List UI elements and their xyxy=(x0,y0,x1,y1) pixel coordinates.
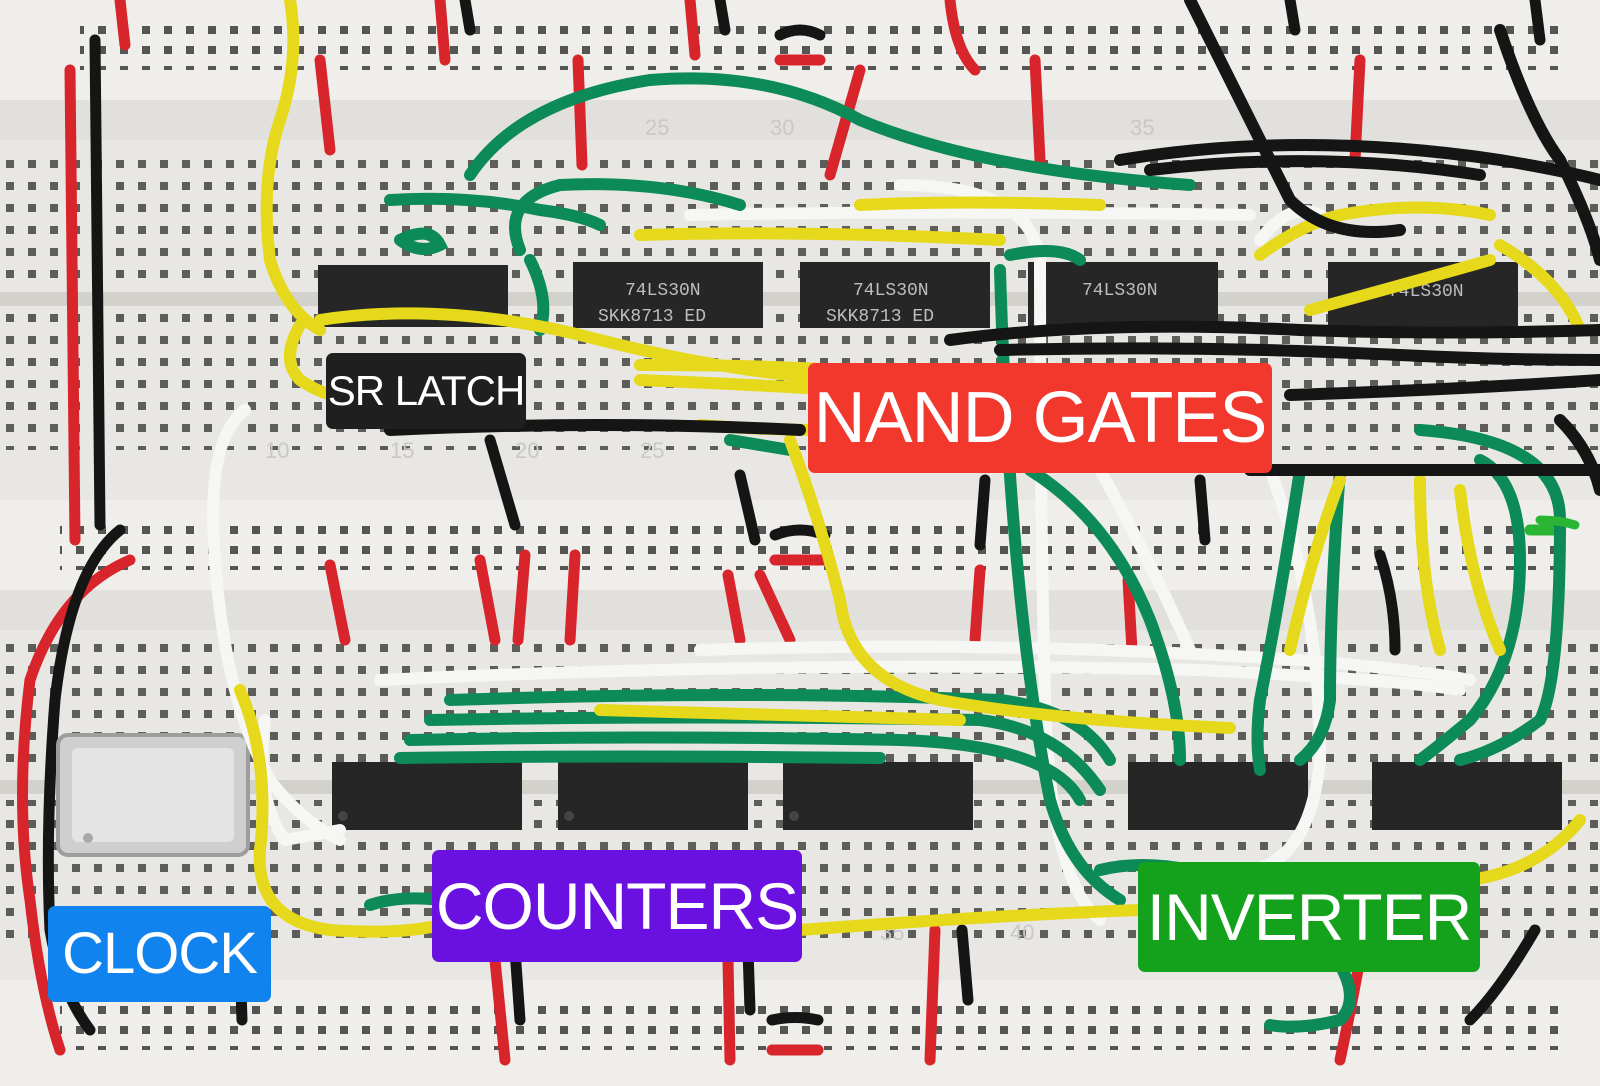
chip-marking: 74LS30N xyxy=(853,281,929,301)
counter-chip xyxy=(558,762,748,830)
counters-label: COUNTERS xyxy=(432,850,802,962)
nand-gates-label: NAND GATES xyxy=(808,363,1272,473)
clock-label: CLOCK xyxy=(48,906,271,1002)
column-number: 20 xyxy=(515,438,539,463)
chip-marking: 74LS30N xyxy=(625,281,701,301)
column-number: 30 xyxy=(770,115,794,140)
chip-marking: SKK8713 ED xyxy=(598,307,706,327)
counter-chip xyxy=(783,762,973,830)
counter-chip xyxy=(332,762,522,830)
clock-oscillator xyxy=(56,733,250,857)
column-number: 10 xyxy=(265,438,289,463)
inverter-label: INVERTER xyxy=(1138,862,1480,972)
nand-chip xyxy=(1028,262,1218,328)
chip-marking: 74LS30N xyxy=(1082,281,1158,301)
column-number: 40 xyxy=(1010,920,1034,945)
column-number: 15 xyxy=(390,438,414,463)
sr-latch-label: SR LATCH xyxy=(326,353,526,429)
column-number: 25 xyxy=(640,438,664,463)
nand-chip xyxy=(800,262,990,328)
column-number: 25 xyxy=(645,115,669,140)
inverter-chip xyxy=(1372,762,1562,830)
column-number: 35 xyxy=(1130,115,1154,140)
inverter-chip xyxy=(1128,762,1308,830)
chip-marking: SKK8713 ED xyxy=(826,307,934,327)
nand-chip xyxy=(573,262,763,328)
